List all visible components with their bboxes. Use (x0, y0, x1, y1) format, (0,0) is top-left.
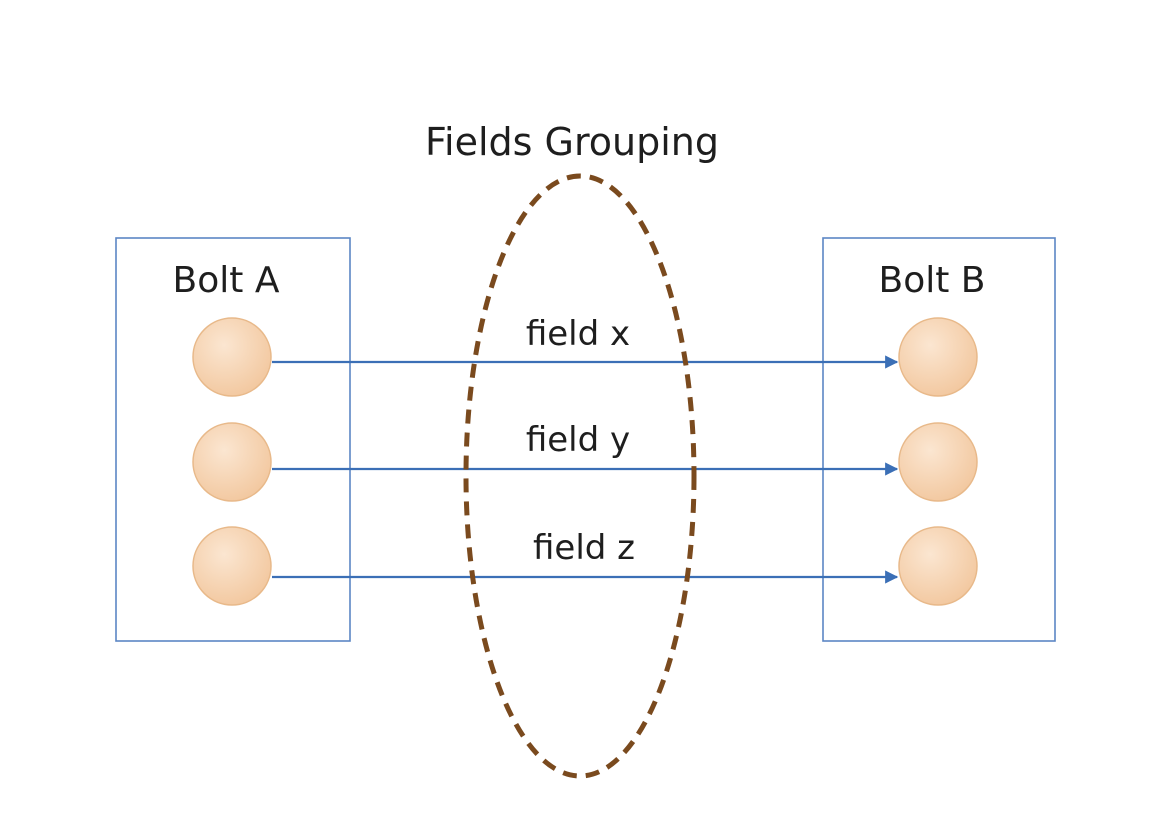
bolt-a-task-1 (192, 317, 272, 397)
bolt-a-task-3 (192, 526, 272, 606)
bolt-a-task-2 (192, 422, 272, 502)
field-y-label: field y (526, 420, 630, 460)
bolt-a: Bolt A (115, 237, 351, 642)
diagram-title: Fields Grouping (425, 120, 719, 164)
bolt-b: Bolt B (822, 237, 1056, 642)
field-x-label: field x (526, 314, 630, 354)
bolt-a-label: Bolt A (173, 260, 280, 301)
bolt-b-task-2 (898, 422, 978, 502)
bolt-b-label: Bolt B (879, 260, 986, 301)
bolt-b-task-3 (898, 526, 978, 606)
field-z-label: field z (533, 528, 635, 568)
fields-grouping-outline (463, 173, 697, 779)
bolt-b-task-1 (898, 317, 978, 397)
